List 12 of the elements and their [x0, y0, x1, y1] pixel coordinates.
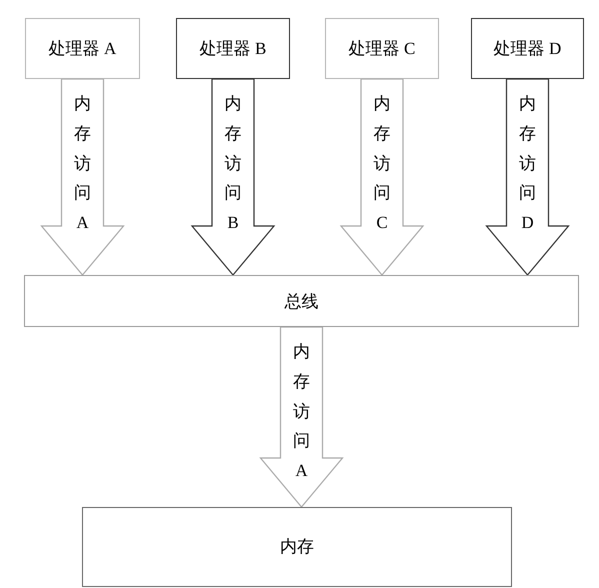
node-label: 处理器 D	[494, 40, 562, 57]
node-label: 处理器 C	[348, 40, 416, 57]
node-label: 处理器 B	[200, 40, 266, 57]
node-label: 处理器 A	[48, 40, 116, 57]
node-label: 内存	[280, 538, 314, 555]
bus-bar	[24, 275, 579, 327]
memory-box	[82, 507, 512, 587]
node-label: 总线	[284, 292, 318, 310]
processor-box	[325, 18, 439, 79]
processor-box	[471, 18, 584, 79]
processor-box	[25, 18, 140, 79]
processor-box	[176, 18, 290, 79]
